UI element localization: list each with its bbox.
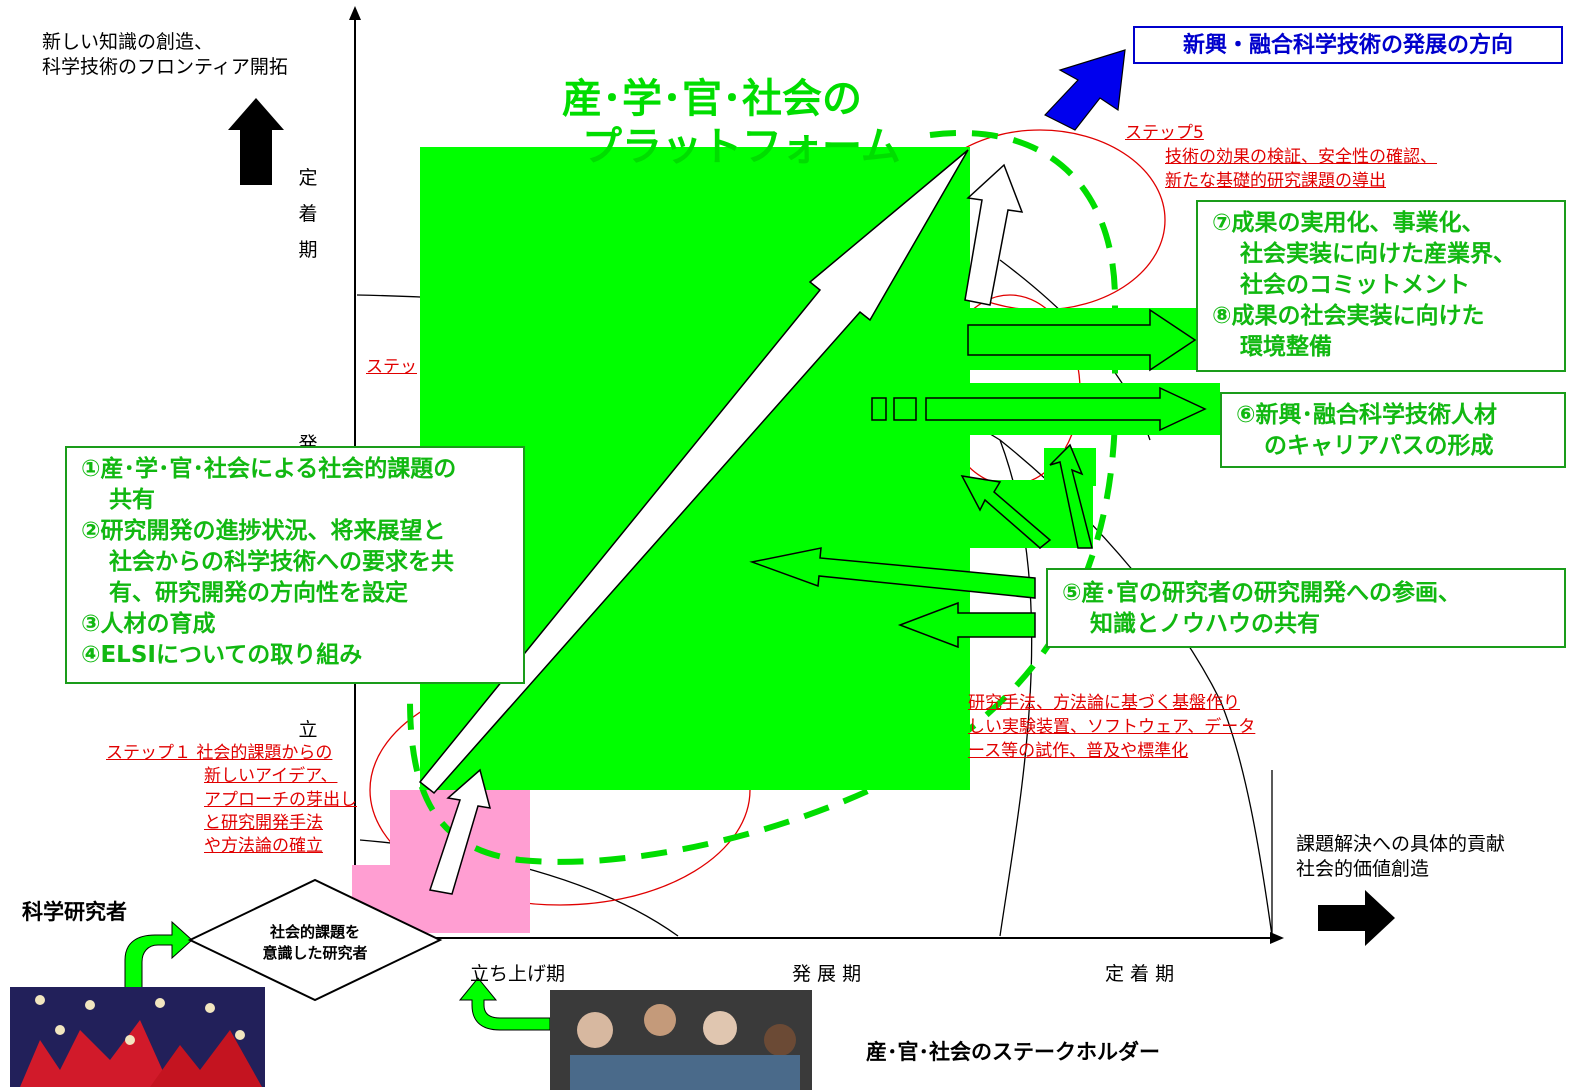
activity-line-2: 共有 — [109, 487, 155, 513]
career-path-box: ⑥新興･融合科学技術人材 のキャリアパスの形成 — [1220, 392, 1566, 468]
activity-line-5: 有、研究開発の方向性を設定 — [109, 580, 408, 606]
activity-line-7: ④ELSIについての取り組み — [81, 642, 363, 668]
phase-launch-label: 立ち上げ期 — [470, 963, 566, 985]
step1-line1: ステップ１ 社会的課題からの — [106, 743, 333, 763]
step-partial-label: ステッ — [366, 357, 417, 377]
stakeholders-label: 産･官･社会のステークホルダー — [866, 1040, 1160, 1064]
activity-line-4: 社会からの科学技術への要求を共 — [109, 549, 454, 575]
vertical-axis-arrowhead — [349, 6, 361, 20]
step5-line2: 新たな基礎的研究課題の導出 — [1165, 171, 1386, 191]
upward-white-arrow — [964, 163, 1024, 306]
stakeholder-curved-arrow — [458, 977, 551, 1031]
step2-line2: しい実験装置、ソフトウェア、データ — [968, 717, 1256, 737]
vertical-phase-char-low: 立 — [298, 719, 318, 741]
arrow-to-box7 — [967, 308, 1197, 372]
arrow-from-box5-long — [749, 547, 1036, 599]
frontier-label-line2: 科学技術のフロンティア開拓 — [42, 56, 288, 78]
activity-line-1: ①産･学･官･社会による社会的課題の — [81, 456, 457, 482]
platform-green-top-left — [420, 147, 538, 167]
phase-development-label: 発 展 期 — [792, 963, 862, 985]
career-path-line-2: のキャリアパスの形成 — [1264, 433, 1494, 459]
step1-line4: と研究開発手法 — [204, 813, 323, 833]
scientist-curved-arrow — [124, 920, 193, 996]
researcher-participation-box: ⑤産･官の研究者の研究開発への参画、 知識とノウハウの共有 — [1046, 568, 1566, 648]
step1-white-arrow — [429, 768, 492, 895]
participation-line-1: ⑤産･官の研究者の研究開発への参画、 — [1062, 580, 1461, 606]
stakeholders-photo — [550, 990, 812, 1090]
scientists-photo — [10, 987, 265, 1087]
diamond-label-line1: 社会的課題を — [269, 923, 360, 941]
activity-line-6: ③人材の育成 — [81, 611, 216, 637]
activity-line-3: ②研究開発の進捗状況、将来展望と — [81, 518, 446, 544]
commercialization-box: ⑦成果の実用化、事業化、 社会実装に向けた産業界、 社会のコミットメント ⑧成果… — [1196, 200, 1566, 372]
growth-diagonal-arrow — [418, 149, 969, 795]
frontier-up-arrow — [228, 98, 284, 185]
commercialization-line-1: ⑦成果の実用化、事業化、 — [1212, 210, 1485, 236]
step1-line3: アプローチの芽出し — [204, 790, 357, 810]
step2-line1: 研究手法、方法論に基づく基盤作り — [968, 693, 1240, 713]
horizontal-axis-arrowhead — [1270, 932, 1284, 944]
participation-line-2: 知識とノウハウの共有 — [1090, 611, 1320, 637]
vertical-phase-char-1: 定 — [298, 167, 318, 189]
commercialization-line-2: 社会実装に向けた産業界、 — [1240, 241, 1516, 267]
social-contribution-line2: 社会的価値創造 — [1296, 858, 1430, 880]
arrow-from-box5-upper-diag — [960, 475, 1052, 549]
commercialization-line-4: ⑧成果の社会実装に向けた — [1212, 303, 1485, 329]
platform-title-line2: プラットフォーム — [582, 124, 901, 170]
commercialization-line-5: 環境整備 — [1240, 334, 1332, 360]
scientists-label: 科学研究者 — [22, 900, 127, 924]
diamond-label-line2: 意識した研究者 — [262, 944, 368, 962]
development-direction-banner: 新興・融合科学技術の発展の方向 — [1133, 26, 1563, 64]
development-direction-blue-arrow — [1044, 49, 1126, 131]
platform-activities-box: ①産･学･官･社会による社会的課題の 共有 ②研究開発の進捗状況、将来展望と 社… — [65, 446, 525, 684]
arrow-to-box6 — [925, 386, 1207, 432]
career-path-line-1: ⑥新興･融合科学技術人材 — [1236, 402, 1497, 428]
arrow-from-box5-short — [897, 601, 1036, 649]
arrow-to-box6-stub1 — [871, 397, 887, 421]
step5-title: ステップ5 — [1125, 123, 1204, 143]
phase-establishment-label: 定 着 期 — [1105, 963, 1175, 985]
social-contribution-line1: 課題解決への具体的貢献 — [1296, 833, 1506, 855]
researcher-diamond — [187, 878, 443, 1002]
frontier-label-line1: 新しい知識の創造、 — [42, 31, 214, 53]
step1-line2: 新しいアイデア、 — [204, 766, 338, 786]
arrow-to-box6-stub2 — [893, 397, 917, 421]
step2-line3: ース等の試作、普及や標準化 — [968, 741, 1189, 761]
vertical-phase-char-2: 着 — [298, 203, 318, 225]
arrow-from-box5-vertical — [1049, 443, 1093, 549]
commercialization-line-3: 社会のコミットメント — [1240, 272, 1470, 298]
platform-title-line1: 産･学･官･社会の — [562, 76, 862, 122]
social-value-right-arrow — [1318, 890, 1395, 946]
vertical-phase-char-3: 期 — [298, 239, 318, 261]
step5-line1: 技術の効果の検証、安全性の確認、 — [1165, 147, 1437, 167]
step1-line5: や方法論の確立 — [204, 836, 323, 856]
